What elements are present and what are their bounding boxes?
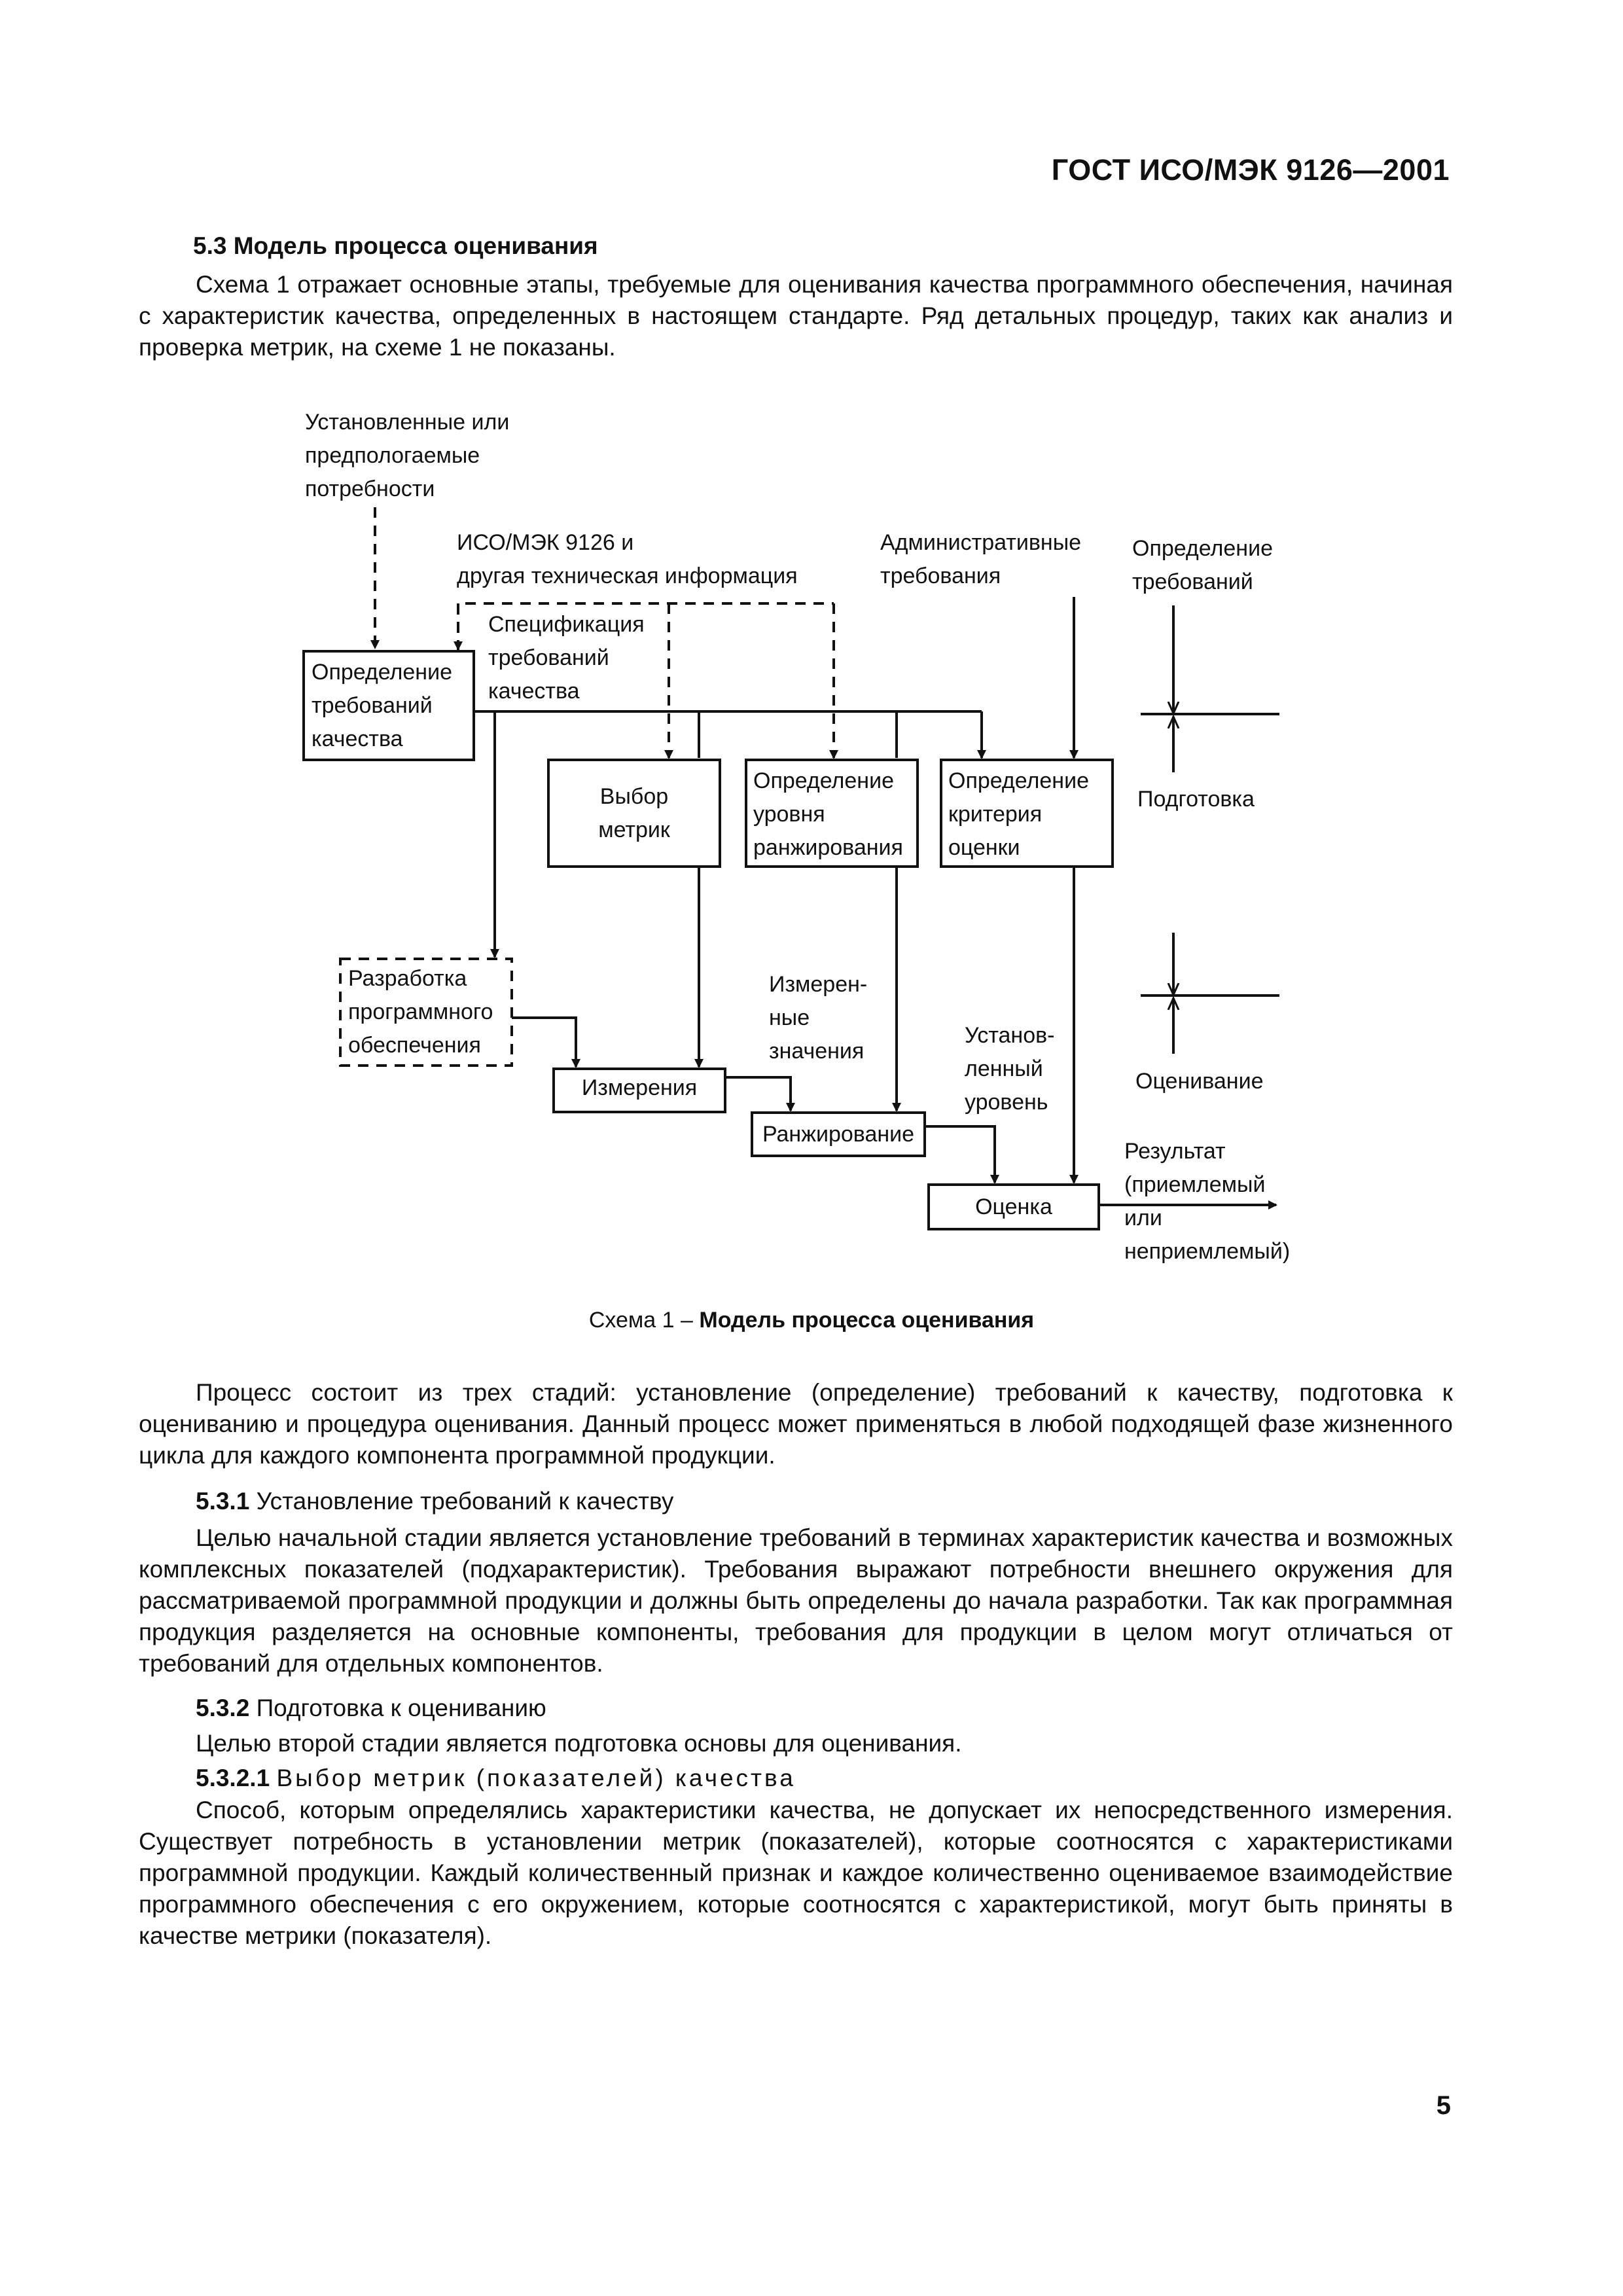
criteria-box: Определение критерия оценки: [940, 759, 1114, 868]
iso-label: ИСО/МЭК 9126 и другая техническая информ…: [457, 530, 798, 588]
caption-title: Модель процесса оценивания: [699, 1308, 1035, 1333]
set-level-label: Установ- ленный уровень: [965, 1023, 1055, 1115]
subsection-5-3-1-number: 5.3.1: [196, 1488, 250, 1515]
paragraph-metrics: Способ, которым определялись характерист…: [139, 1797, 1453, 1949]
ranking-box: Ранжирование: [751, 1111, 926, 1157]
assessment-box: Оценка: [927, 1183, 1100, 1230]
needs-label-line-2: предпологаемые: [305, 443, 480, 468]
process-model-diagram: Установленные или предпологаемые потребн…: [302, 410, 1290, 1264]
subsection-5-3-2-1-title: Выбор метрик (показателей) качества: [276, 1765, 796, 1791]
paragraph-second-stage: Целью второй стадии является подготовка …: [196, 1730, 962, 1757]
measured-label-line-3: значения: [769, 1039, 864, 1064]
requirements-box-line-1: Определение: [312, 660, 452, 685]
rating-level-box-line-1: Определение: [753, 768, 894, 793]
paragraph-initial-stage: Целью начальной стадии является установл…: [139, 1524, 1453, 1677]
iso-label-line-1: ИСО/МЭК 9126 и: [457, 530, 633, 555]
measurement-box-label: Измерения: [582, 1075, 697, 1100]
assessment-box-label: Оценка: [975, 1194, 1052, 1219]
result-label-line-1: Результат: [1124, 1139, 1226, 1164]
admin-label: Административные требования: [880, 530, 1081, 588]
subsection-5-3-2-number: 5.3.2: [196, 1695, 250, 1721]
measurement-box: Измерения: [552, 1067, 726, 1113]
subsection-5-3-2: 5.3.2 Подготовка к оцениванию: [196, 1693, 546, 1724]
metrics-selection-box: Выбор метрик: [547, 759, 721, 868]
intro-paragraph: Схема 1 отражает основные этапы, требуем…: [139, 271, 1453, 361]
caption-prefix: Схема 1 –: [588, 1308, 700, 1333]
iso-label-line-2: другая техническая информация: [457, 564, 798, 588]
result-label-line-2: (приемлемый: [1124, 1172, 1265, 1197]
subsection-5-3-2-title: Подготовка к оцениванию: [256, 1695, 546, 1721]
requirements-box-line-3: качества: [312, 726, 403, 751]
figure-caption: Схема 1 – Модель процесса оценивания: [0, 1308, 1623, 1333]
criteria-box-line-3: оценки: [948, 835, 1020, 860]
criteria-box-line-1: Определение: [948, 768, 1089, 793]
requirements-definition-box: Определение требований качества: [302, 650, 475, 761]
page-number: 5: [1436, 2091, 1451, 2120]
metrics-box-line-1: Выбор: [600, 784, 668, 809]
needs-label-line-3: потребности: [305, 476, 435, 501]
development-box-line-3: обеспечения: [348, 1033, 481, 1058]
level-label-line-3: уровень: [965, 1090, 1048, 1115]
admin-label-line-1: Административные: [880, 530, 1081, 555]
development-box-line-1: Разработка: [348, 966, 467, 991]
ranking-box-label: Ранжирование: [762, 1122, 914, 1147]
needs-label-line-1: Установленные или: [305, 410, 509, 435]
criteria-box-line-2: критерия: [948, 802, 1042, 827]
rating-level-box: Определение уровня ранжирования: [745, 759, 919, 868]
result-label: Результат (приемлемый или неприемлемый): [1124, 1139, 1290, 1264]
level-label-line-2: ленный: [965, 1056, 1043, 1081]
needs-label: Установленные или предпологаемые потребн…: [305, 410, 509, 501]
standard-code: ГОСТ ИСО/МЭК 9126—2001: [1051, 153, 1450, 187]
section-title: 5.3 Модель процесса оценивания: [193, 232, 598, 259]
development-box: Разработка программного обеспечения: [339, 958, 513, 1067]
stage-assess-label: Оценивание: [1135, 1069, 1263, 1094]
development-box-line-2: программного: [348, 999, 493, 1024]
subsection-5-3-1: 5.3.1 Установление требований к качеству: [196, 1486, 673, 1517]
spec-label-line-1: Спецификация: [488, 612, 645, 637]
stage-define-line-1: Определение: [1132, 536, 1273, 561]
spec-label-line-2: требований: [488, 645, 609, 670]
subsection-5-3-2-1: 5.3.2.1 Выбор метрик (показателей) качес…: [196, 1763, 796, 1794]
paragraph-process-stages: Процесс состоит из трех стадий: установл…: [139, 1379, 1453, 1469]
rating-level-box-line-2: уровня: [753, 802, 825, 827]
measured-label-line-1: Измерен-: [769, 972, 867, 997]
spec-label: Спецификация требований качества: [488, 612, 645, 704]
result-label-line-4: неприемлемый): [1124, 1239, 1290, 1264]
stage-define-line-2: требований: [1132, 569, 1253, 594]
stage-define-label: Определение требований: [1132, 536, 1273, 594]
result-label-line-3: или: [1124, 1206, 1162, 1230]
stage-prepare-label: Подготовка: [1137, 787, 1255, 812]
measured-label-line-2: ные: [769, 1005, 810, 1030]
spec-label-line-3: качества: [488, 679, 580, 704]
measured-values-label: Измерен- ные значения: [769, 972, 867, 1064]
requirements-box-line-2: требований: [312, 693, 433, 718]
metrics-box-line-2: метрик: [598, 817, 671, 842]
admin-label-line-2: требования: [880, 564, 1001, 588]
subsection-5-3-2-1-number: 5.3.2.1: [196, 1765, 270, 1791]
rating-level-box-line-3: ранжирования: [753, 835, 903, 860]
subsection-5-3-1-title: Установление требований к качеству: [256, 1488, 674, 1515]
level-label-line-1: Установ-: [965, 1023, 1055, 1048]
